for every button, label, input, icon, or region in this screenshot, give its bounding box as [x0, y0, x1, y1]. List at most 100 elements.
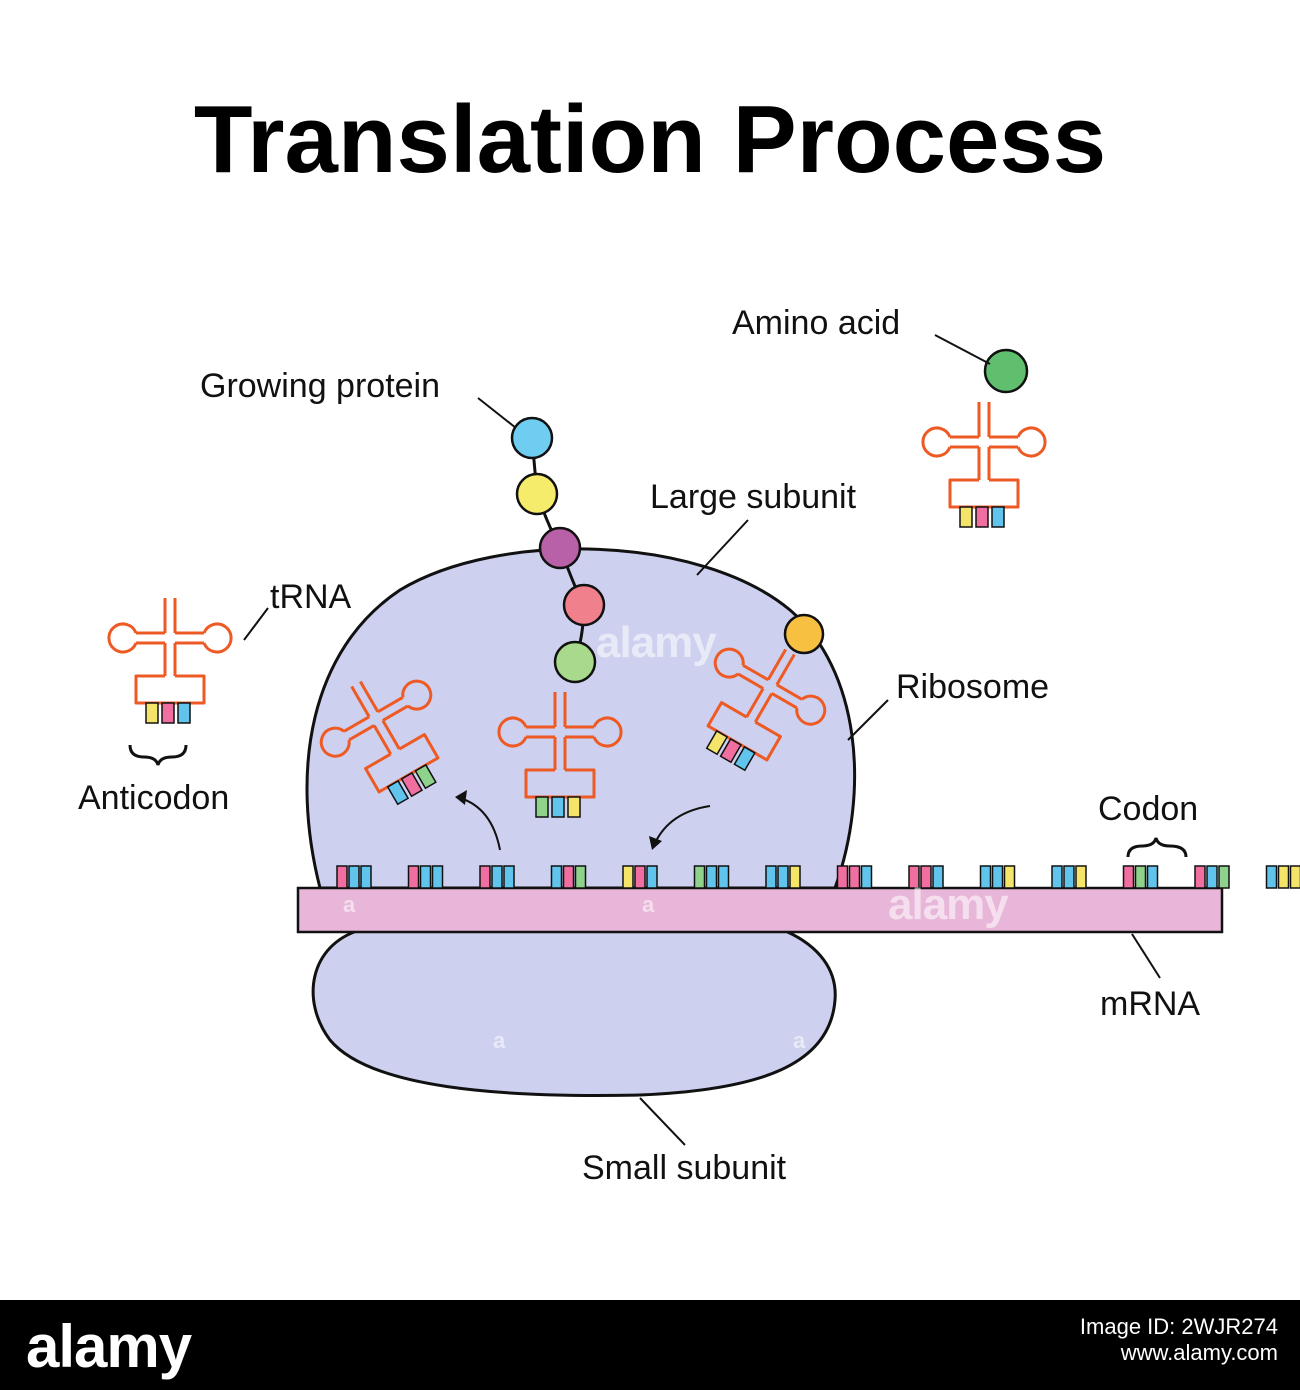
anticodon-base	[145, 702, 159, 724]
mrna-base	[1063, 865, 1075, 889]
leader-lines	[243, 334, 1161, 1146]
mrna-base	[848, 865, 861, 889]
watermark-a1: a	[343, 892, 355, 917]
mrna-base	[693, 865, 706, 889]
mrna-base	[991, 865, 1004, 889]
stock-footer: alamy Image ID: 2WJR274 www.alamy.com	[0, 1300, 1300, 1390]
mrna-base	[717, 865, 730, 889]
mrna-strand	[296, 886, 1224, 934]
anticodon-base	[959, 506, 973, 528]
mrna-base	[419, 865, 432, 889]
amino-acid-green	[983, 348, 1029, 394]
mrna-base	[503, 865, 515, 889]
mrna-base	[348, 865, 360, 889]
label-anticodon: Anticodon	[78, 779, 230, 817]
protein-backbone	[530, 437, 585, 663]
mrna-base	[908, 865, 920, 889]
anticodon-base	[414, 763, 437, 790]
mrna-base	[789, 865, 801, 889]
mrna-base	[1122, 865, 1135, 889]
anticodon-brace	[128, 744, 188, 766]
anticodon-base	[733, 745, 756, 772]
mrna-base	[1218, 865, 1230, 889]
watermark-a4: a	[793, 1028, 805, 1053]
mrna-base	[479, 865, 491, 889]
page-title: Translation Process	[193, 86, 1107, 193]
anticodon-base	[400, 771, 423, 798]
anticodon-base	[535, 796, 549, 818]
mrna-base	[407, 865, 420, 889]
arrow-right-head	[649, 836, 662, 850]
mrna-base	[622, 865, 634, 889]
watermark-right: alamy	[888, 880, 1009, 929]
mrna-base	[777, 865, 789, 889]
leader-trna	[243, 607, 269, 641]
mrna-base	[860, 865, 873, 889]
mrna-base	[836, 865, 849, 889]
label-ribosome: Ribosome	[896, 668, 1050, 706]
footer-logo: alamy	[26, 1313, 192, 1380]
protein-bead-purple	[538, 526, 582, 570]
mrna-base	[634, 865, 646, 889]
label-mrna: mRNA	[1100, 985, 1201, 1023]
mrna-base	[646, 865, 658, 889]
mrna-base	[550, 865, 563, 889]
anticodon-base	[705, 729, 729, 756]
anticodon-base	[975, 506, 989, 528]
mrna-base	[431, 865, 444, 889]
mrna-base	[979, 865, 992, 889]
protein-bead-blue	[510, 416, 554, 460]
footer-image-id: Image ID: 2WJR274	[1079, 1314, 1278, 1339]
mrna-base	[1075, 865, 1087, 889]
mrna-base	[562, 865, 575, 889]
trna-molecule	[107, 598, 233, 724]
anticodon-base	[719, 737, 742, 764]
anticodon-base	[567, 796, 581, 818]
leader-small-subunit	[639, 1097, 686, 1146]
leader-amino-acid	[934, 334, 991, 365]
anticodon-base	[991, 506, 1005, 528]
leader-growing-protein	[477, 397, 517, 429]
trna-molecule	[921, 402, 1047, 528]
mrna-base	[1289, 865, 1300, 889]
mrna-base	[932, 865, 944, 889]
watermark-a3: a	[493, 1028, 505, 1053]
leader-mrna	[1131, 933, 1161, 979]
mrna-base	[1134, 865, 1147, 889]
footer-site: www.alamy.com	[1120, 1340, 1278, 1366]
amino-acid-orange	[783, 613, 825, 655]
codon-brace	[1126, 837, 1188, 858]
mrna-base	[920, 865, 932, 889]
footer-id: Image ID: 2WJR274 www.alamy.com	[1080, 1314, 1278, 1367]
arrow-left	[459, 797, 501, 851]
mrna-base	[1194, 865, 1206, 889]
anticodon-base	[177, 702, 191, 724]
label-codon: Codon	[1098, 790, 1199, 828]
mrna-base	[1265, 865, 1278, 889]
arrow-right	[654, 805, 711, 844]
mrna-bases	[336, 865, 1300, 889]
translocation-arrows	[455, 790, 711, 851]
mrna-base	[705, 865, 718, 889]
trna-molecule	[497, 692, 623, 818]
trna-molecule	[319, 679, 440, 806]
trna-molecule	[705, 647, 827, 772]
arrow-left-head	[455, 790, 467, 805]
anticodon-base	[161, 702, 175, 724]
protein-bead-lightgreen	[553, 640, 597, 684]
trna-layer	[107, 402, 1047, 818]
mrna-base	[336, 865, 348, 889]
label-growing-protein: Growing protein	[200, 367, 441, 405]
mrna-base	[1051, 865, 1063, 889]
mrna-base	[1146, 865, 1159, 889]
growing-protein	[510, 416, 606, 684]
mrna-base	[1206, 865, 1218, 889]
anticodon-base	[551, 796, 565, 818]
mrna-base	[765, 865, 777, 889]
mrna-base	[360, 865, 372, 889]
mrna-base	[491, 865, 503, 889]
small-subunit-shape	[311, 913, 837, 1097]
mrna-base	[1003, 865, 1016, 889]
label-amino-acid: Amino acid	[732, 304, 901, 342]
